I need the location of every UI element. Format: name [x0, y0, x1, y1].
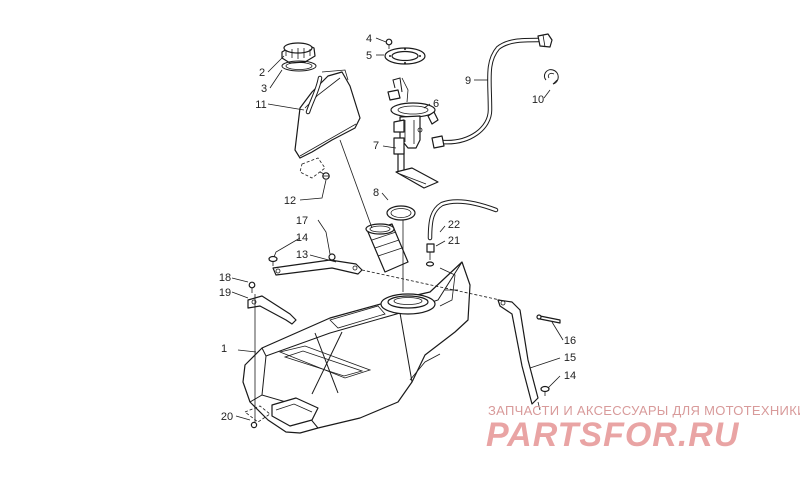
callout-16: 16 [564, 335, 576, 347]
leader-lines [231, 37, 564, 421]
strap-axis-line [361, 269, 501, 301]
lower-clip [244, 405, 271, 423]
splash-shield [294, 69, 361, 159]
fuel-pump [387, 77, 439, 149]
callout-17: 17 [296, 215, 308, 227]
vent-fitting [425, 243, 435, 267]
filler-cap [281, 42, 316, 64]
callout-11: 11 [255, 99, 266, 111]
fuel-hose [431, 33, 553, 149]
strap-end-line [537, 401, 541, 411]
callout-1: 1 [221, 343, 227, 355]
callout-8: 8 [373, 187, 379, 199]
left-tank-strap [272, 259, 363, 276]
callout-4: 4 [366, 33, 372, 45]
callout-14-right: 14 [564, 370, 576, 382]
filler-neck-tube [365, 223, 409, 273]
fuel-level-sender [393, 137, 439, 189]
callout-12: 12 [284, 195, 296, 207]
fuel-tank [242, 261, 471, 434]
watermark-logo: PARTSFOR.RU [486, 416, 740, 454]
callout-6: 6 [433, 98, 439, 110]
callout-19: 19 [219, 287, 231, 299]
callout-labels: 1 2 3 4 5 6 7 8 9 10 11 12 13 14 14 15 1… [219, 33, 576, 423]
callout-10: 10 [532, 94, 544, 106]
callout-5: 5 [366, 50, 372, 62]
callout-14-left: 14 [296, 232, 308, 244]
callout-13: 13 [296, 249, 308, 261]
callout-15: 15 [564, 352, 576, 364]
right-strap-bolt [540, 385, 550, 396]
bracket-screw [248, 281, 256, 293]
callout-7: 7 [373, 140, 379, 152]
vent-hose [427, 199, 499, 241]
callout-18: 18 [219, 272, 231, 284]
callout-20: 20 [221, 411, 233, 423]
callout-22: 22 [448, 219, 460, 231]
pump-retaining-ring [384, 47, 426, 65]
right-tank-strap [497, 299, 539, 405]
shield-screw [322, 172, 330, 180]
pump-mounting-screw [385, 38, 393, 49]
filler-cap-gasket [281, 60, 317, 72]
assembly-line [339, 139, 373, 229]
pump-o-ring [386, 205, 416, 221]
tank-fill-opening [380, 293, 436, 315]
callout-2: 2 [259, 67, 265, 79]
callout-9: 9 [465, 75, 471, 87]
callout-3: 3 [261, 83, 267, 95]
lower-screw [250, 421, 258, 429]
left-strap-pivot [328, 253, 336, 261]
left-strap-bolt [268, 255, 278, 266]
rear-bracket [247, 295, 297, 325]
watermark-caption: ЗАПЧАСТИ И АКСЕССУАРЫ ДЛЯ МОТОТЕХНИКИ [488, 403, 800, 418]
strap-pin [536, 314, 561, 324]
hose-clamp [543, 69, 559, 85]
callout-21: 21 [448, 235, 460, 247]
